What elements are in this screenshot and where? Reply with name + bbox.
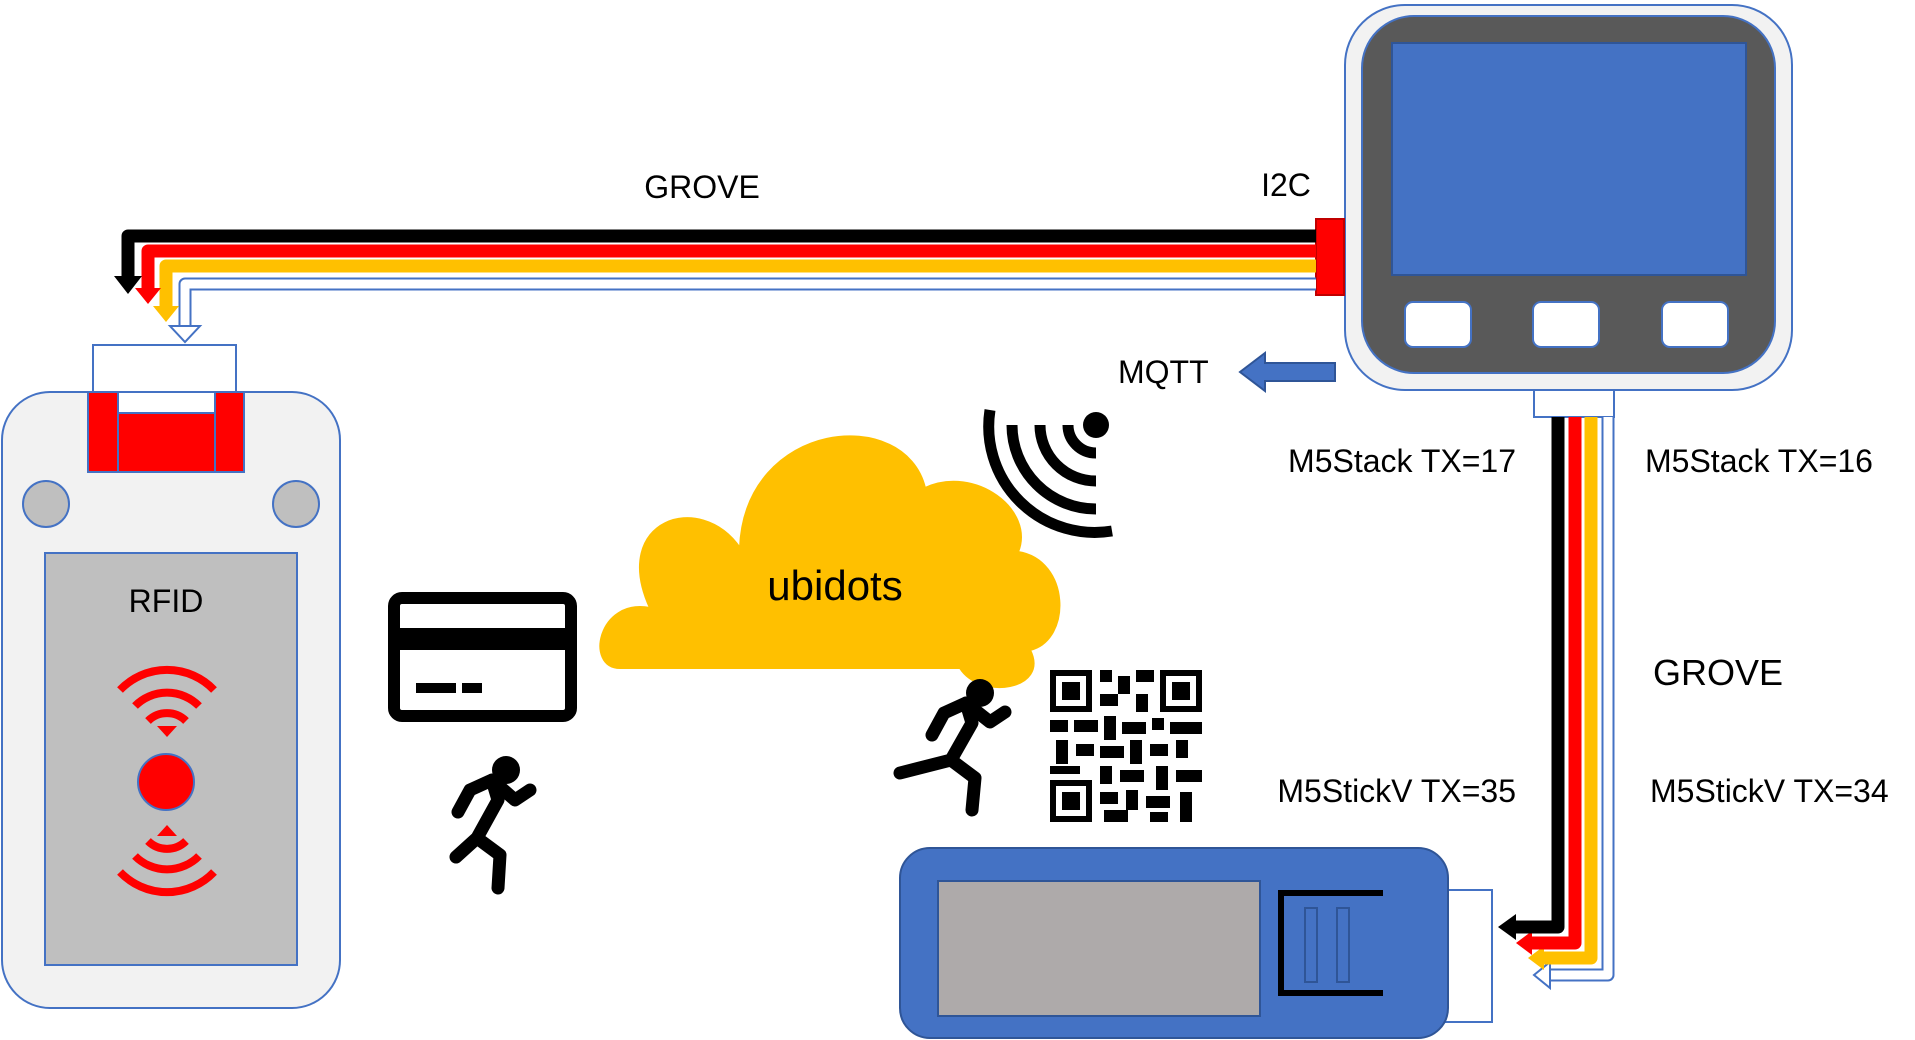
qr-code-icon: [1050, 670, 1202, 822]
mqtt-label: MQTT: [1118, 354, 1209, 390]
left-arrow-icon: [1238, 350, 1336, 394]
m5stack-button-c: [1661, 301, 1729, 348]
rfid-label: RFID: [129, 583, 204, 619]
m5stack-i2c-port: [1315, 218, 1345, 296]
credit-card-icon: [388, 592, 577, 722]
rfid-screw-right: [272, 480, 320, 528]
m5stickv-screen: [937, 880, 1261, 1017]
i2c-label: I2C: [1261, 167, 1311, 203]
m5stack-tx16-label: M5Stack TX=16: [1645, 443, 1873, 479]
running-person-icon: [893, 679, 1012, 817]
cloud-label: ubidots: [767, 562, 902, 609]
rfid-center-dot: [137, 753, 195, 811]
running-person-icon: [449, 756, 537, 895]
wifi-signal-icon: [983, 409, 1113, 538]
m5stickv-device: [899, 847, 1493, 1039]
m5stack-button-b: [1532, 301, 1600, 348]
m5stickv-camera-bracket-icon: [1278, 890, 1383, 996]
m5stack-tx17-label: M5Stack TX=17: [1288, 443, 1516, 479]
rfid-device: RFID: [1, 344, 341, 1009]
grove-right-label: GROVE: [1653, 652, 1783, 693]
m5stickv-tx35-label: M5StickV TX=35: [1277, 773, 1516, 809]
m5stack-screen: [1391, 42, 1747, 276]
m5stack-button-a: [1404, 301, 1472, 348]
rfid-wave-down-icon: [117, 837, 217, 897]
grove-cable-right: [1498, 417, 1615, 991]
ubidots-cloud: ubidots: [599, 435, 1061, 688]
rfid-wave-up-icon: [117, 665, 217, 725]
rfid-screw-left: [22, 480, 70, 528]
m5stack-device: [1315, 4, 1793, 418]
m5stickv-tx34-label: M5StickV TX=34: [1650, 773, 1889, 809]
grove-cable-top: [114, 229, 1316, 344]
grove-top-label: GROVE: [644, 169, 760, 205]
m5stack-bottom-port: [1533, 389, 1615, 418]
